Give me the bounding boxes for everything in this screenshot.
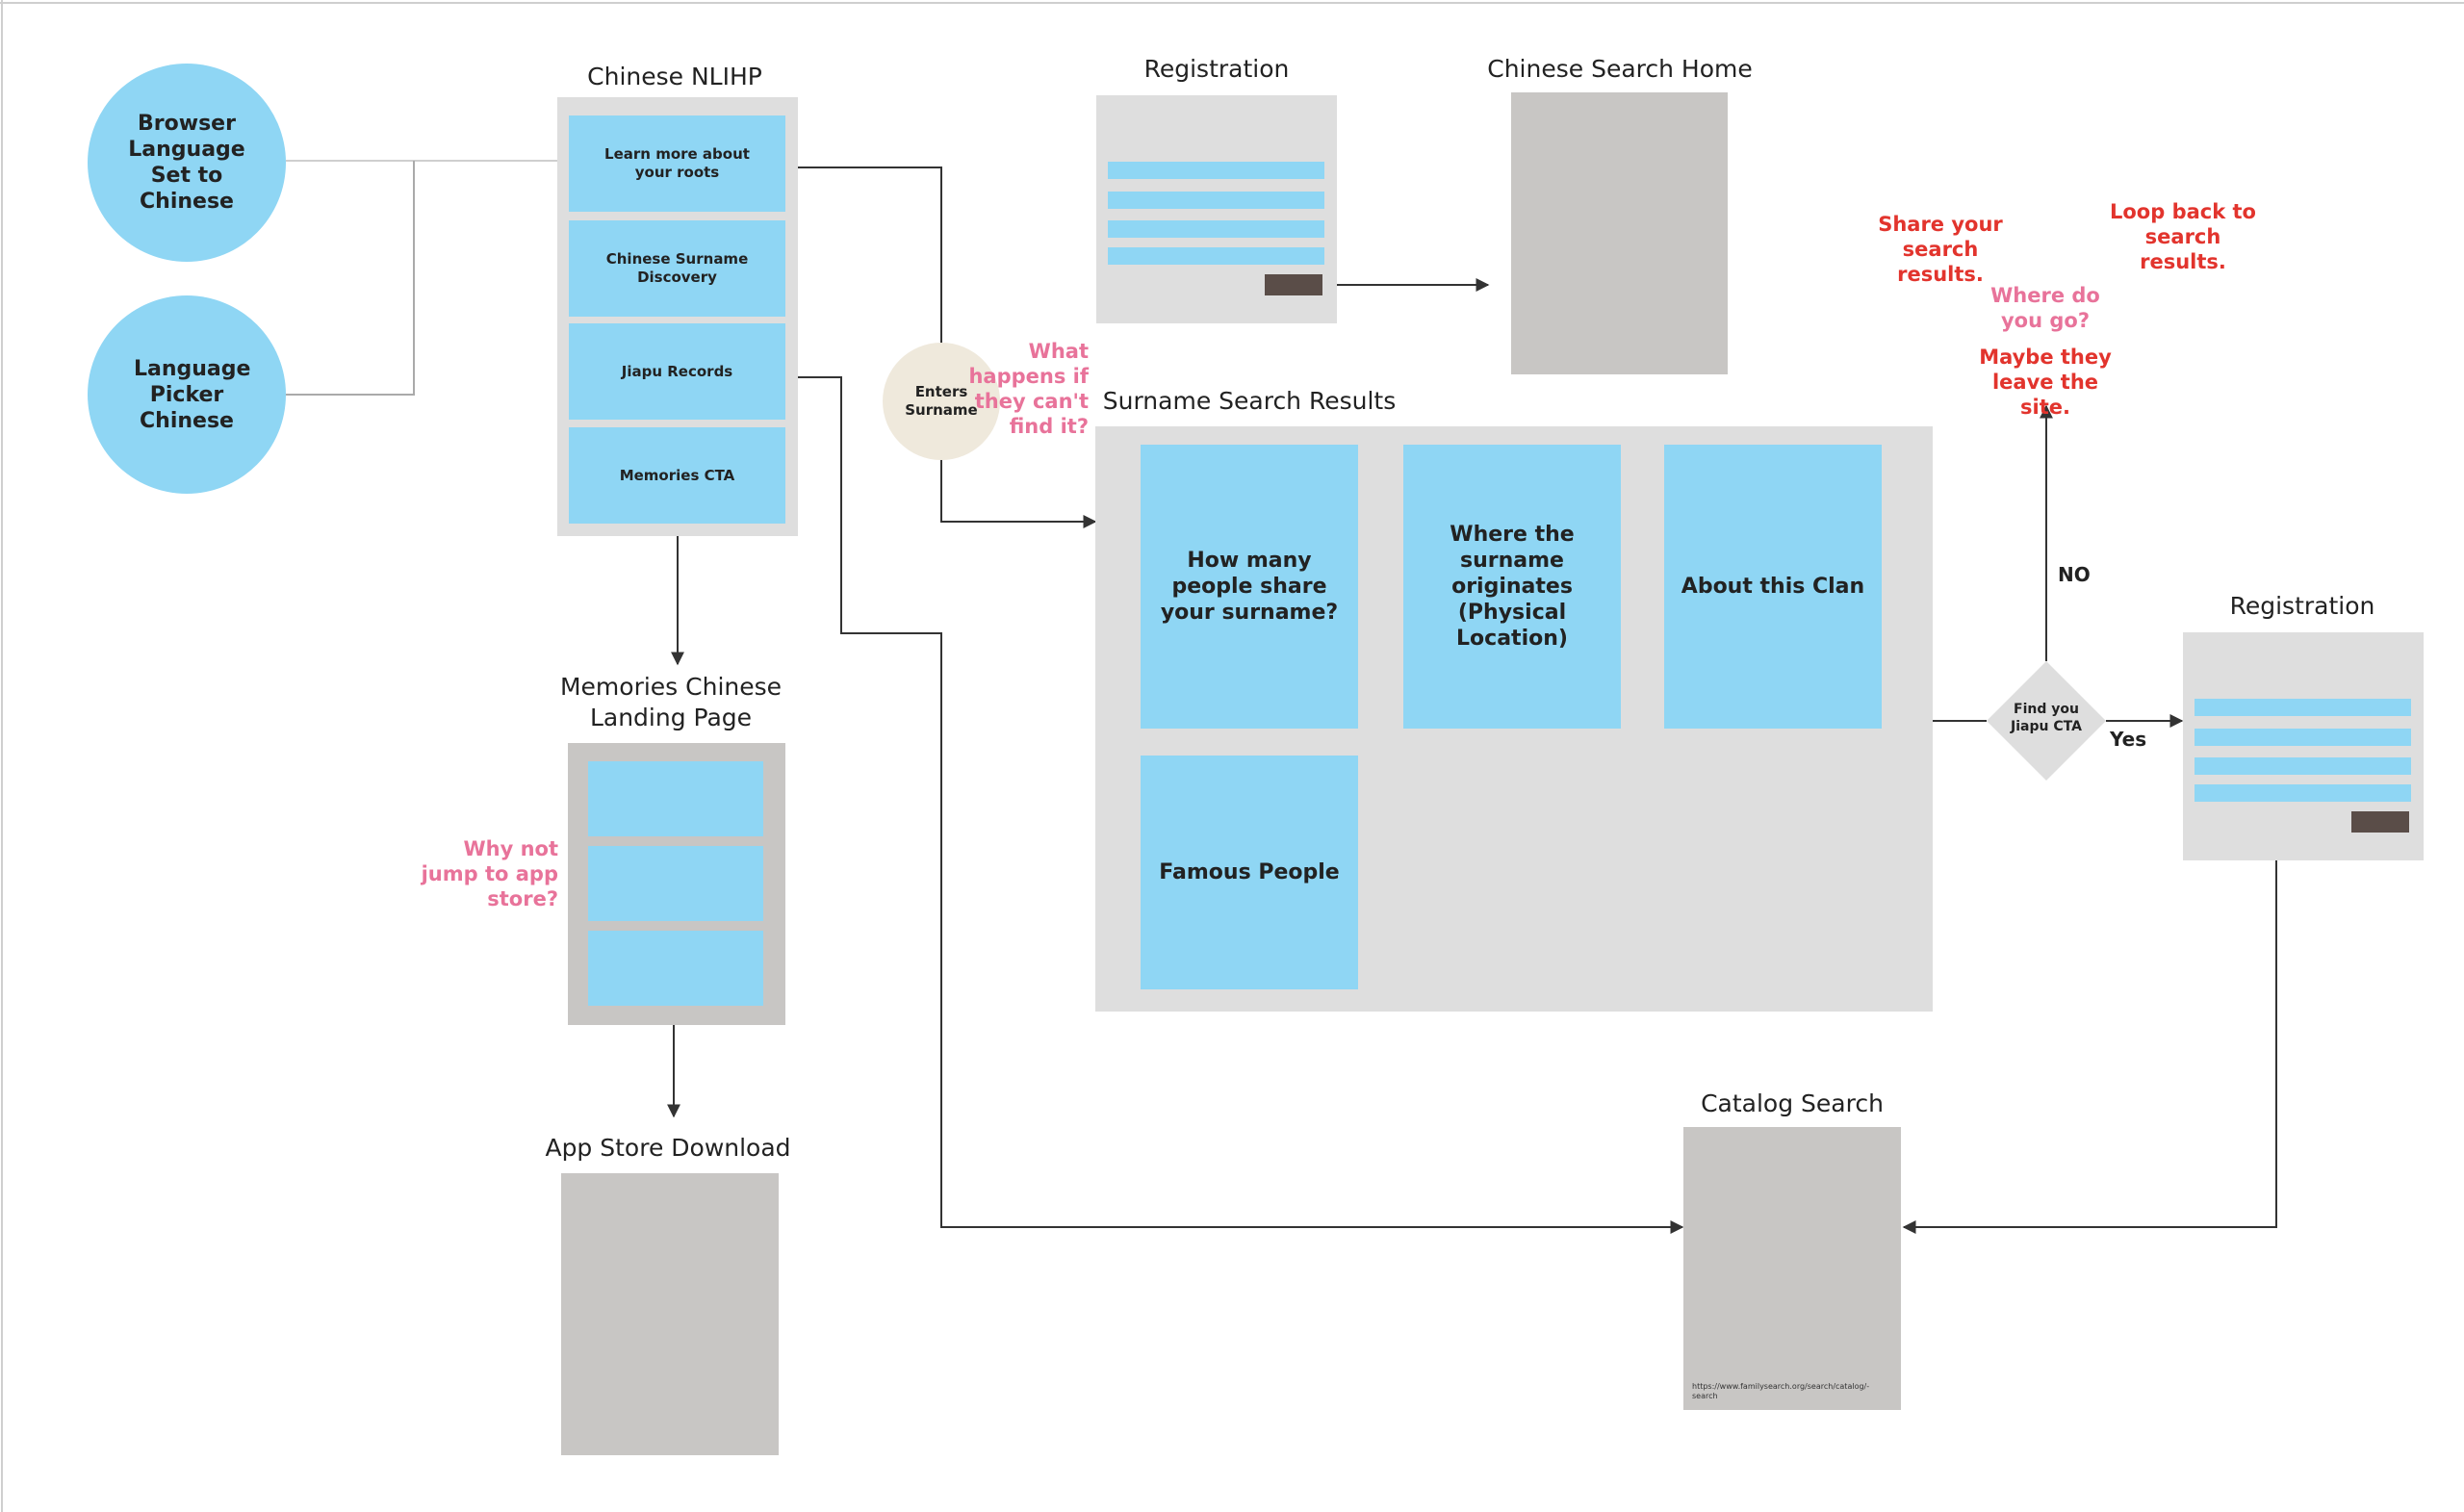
note-maybe-leave: Maybe they leave the site. [1979,346,2112,419]
registration-right-field[interactable] [2194,699,2411,716]
card-surname-origin[interactable]: Where the surname originates (Physical L… [1403,445,1621,729]
chinese-search-home-title: Chinese Search Home [1487,55,1753,83]
decision-no-label: NO [2058,563,2091,586]
browser-language-label: Browser Language Set to Chinese [128,112,245,214]
catalog-search-title: Catalog Search [1701,1089,1884,1117]
decision-diamond [1987,661,2106,781]
memories-landing-title: Memories Chinese Landing Page [559,673,783,731]
registration-top-submit-button[interactable] [1265,274,1322,295]
decision-label: Find you Jiapu CTA [2011,702,2082,734]
language-picker-label: Language Picker Chinese [134,356,251,433]
note-share-results: Share your search results. [1878,213,2003,286]
registration-right-title: Registration [2229,592,2375,620]
language-picker-circle: Language Picker Chinese [88,295,286,494]
registration-top-field[interactable] [1108,247,1324,265]
chinese-search-home-placeholder [1511,92,1728,374]
card-famous-people[interactable]: Famous People [1141,756,1358,989]
registration-top-field[interactable] [1108,192,1324,209]
registration-right-field[interactable] [2194,729,2411,746]
note-loop-back: Loop back to search results. [2110,200,2256,273]
registration-right-submit-button[interactable] [2351,811,2409,833]
browser-language-circle: Browser Language Set to Chinese [88,64,286,262]
note-what-happens: What happens if they can't find it? [968,340,1089,438]
catalog-search-placeholder [1683,1127,1901,1410]
connector-picker [286,161,415,396]
catalog-search-url[interactable]: https://www.familysearch.org/search/cata… [1692,1382,1870,1400]
note-why-not-jump: Why not jump to app store? [421,837,558,910]
enters-surname-circle: Enters Surname [883,343,1000,460]
connector-registration-to-catalog [1902,860,2277,1234]
nlihp-title: Chinese NLIHP [587,63,762,90]
decision-yes-label: Yes [2110,728,2147,751]
card-about-clan[interactable]: About this Clan [1664,445,1882,729]
registration-top-field[interactable] [1108,162,1324,179]
nlihp-item-jiapu-records[interactable]: Jiapu Records [569,323,785,420]
card-surname-count[interactable]: How many people share your surname? [1141,445,1358,729]
app-store-title: App Store Download [545,1134,791,1162]
surname-results-title: Surname Search Results [1102,387,1397,415]
registration-right-field[interactable] [2194,757,2411,775]
registration-right-field[interactable] [2194,784,2411,802]
memories-landing-block [588,761,763,836]
nlihp-item-surname-discovery[interactable]: Chinese Surname Discovery [569,220,785,317]
app-store-placeholder [561,1173,779,1455]
enters-surname-label: Enters Surname [905,383,978,419]
nlihp-item-memories-cta[interactable]: Memories CTA [569,427,785,524]
memories-landing-block [588,846,763,921]
registration-top-title: Registration [1143,55,1290,83]
connector-jiapu-to-catalog [782,376,1684,1234]
memories-landing-block [588,931,763,1006]
note-where-go: Where do you go? [1990,284,2100,332]
nlihp-item-learn-more[interactable]: Learn more about your roots [569,115,785,212]
registration-top-field[interactable] [1108,220,1324,238]
